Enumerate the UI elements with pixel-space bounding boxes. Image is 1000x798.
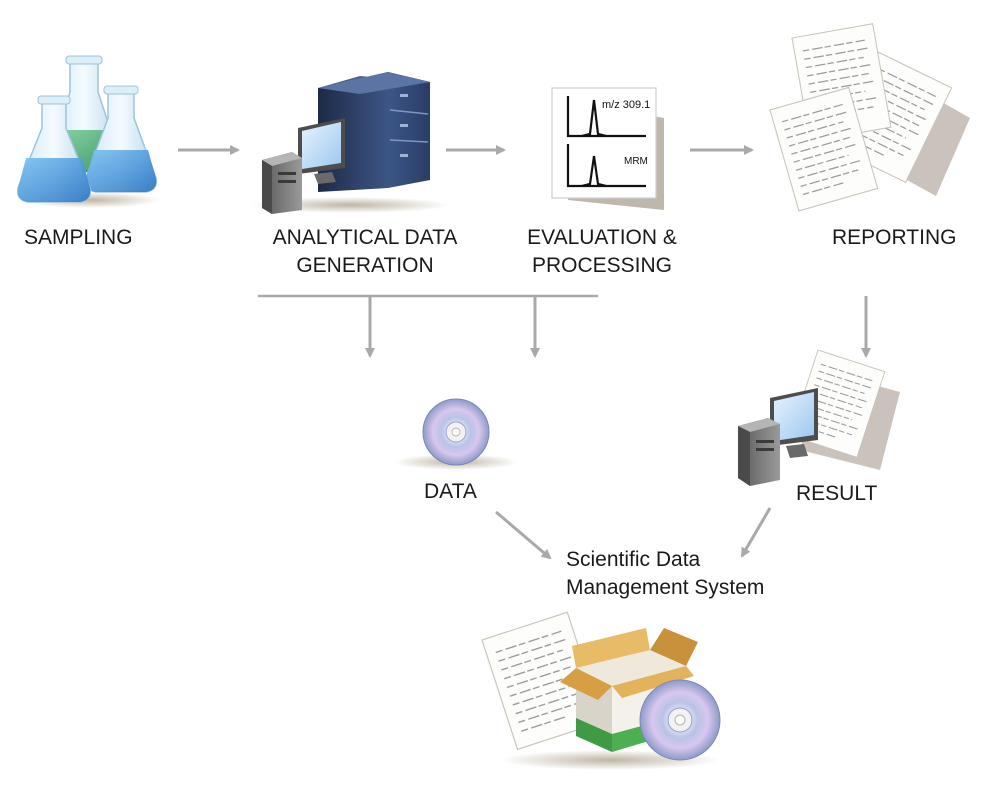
arrow-data-to-system bbox=[495, 510, 552, 560]
archive-disc-icon bbox=[639, 679, 721, 761]
chromatogram-peak2-label: MRM bbox=[624, 156, 648, 167]
arrow-result-to-system bbox=[740, 507, 772, 558]
chromatogram-icon: m/z 309.1 MRM bbox=[551, 87, 664, 210]
flasks-icon bbox=[16, 55, 160, 208]
result-icon bbox=[738, 349, 900, 486]
system-label: Scientific Data Management System bbox=[566, 546, 764, 602]
chromatogram-peak1-label: m/z 309.1 bbox=[602, 99, 650, 111]
step-label-evaluation-line2: PROCESSING bbox=[531, 254, 673, 277]
system-label-line2: Management System bbox=[566, 576, 765, 599]
disc-icon bbox=[394, 398, 518, 470]
step-label-analytical: ANALYTICAL DATA GENERATION bbox=[255, 224, 475, 280]
system-label-line1: Scientific Data bbox=[566, 548, 701, 571]
output-label-result: RESULT bbox=[796, 482, 878, 505]
step-label-analytical-line2: GENERATION bbox=[296, 254, 434, 277]
step-label-reporting: REPORTING bbox=[832, 226, 957, 249]
step-label-sampling: SAMPLING bbox=[24, 226, 133, 249]
step-label-evaluation-line1: EVALUATION & bbox=[527, 226, 677, 249]
documents-icon bbox=[769, 23, 970, 212]
output-label-data: DATA bbox=[424, 480, 477, 503]
step-label-analytical-line1: ANALYTICAL DATA bbox=[272, 226, 458, 249]
flask-blue-left-icon bbox=[16, 95, 92, 203]
computer-icon bbox=[262, 118, 345, 214]
step-label-evaluation: EVALUATION & PROCESSING bbox=[512, 224, 692, 280]
